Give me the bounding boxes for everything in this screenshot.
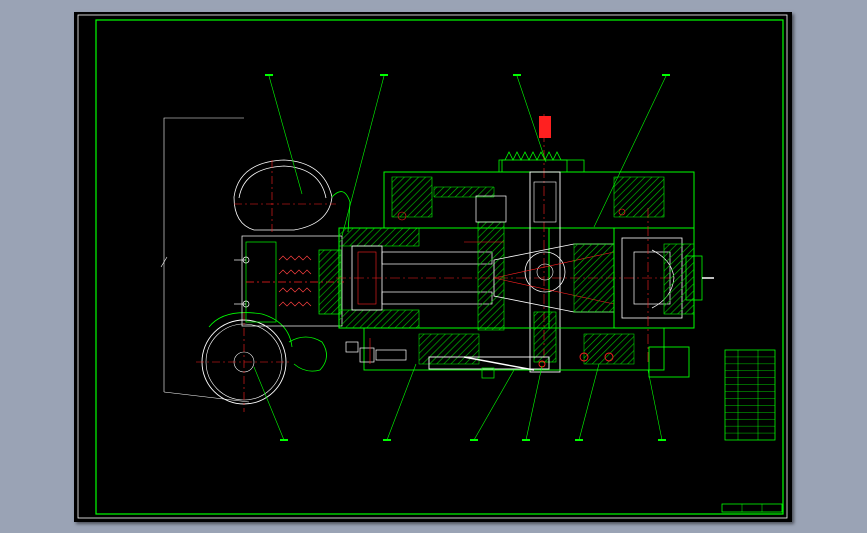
- valve-head: [234, 235, 344, 327]
- pulley-hub: [539, 116, 551, 138]
- title-block: [721, 503, 783, 513]
- drawing-sheet: [74, 12, 792, 522]
- upper-bowl: [233, 159, 351, 233]
- crankcase-top: [383, 171, 695, 229]
- leader-lines-top: [268, 75, 667, 237]
- right-housing: [613, 227, 714, 329]
- connecting-rod: [493, 243, 615, 313]
- balloon-marks-bottom: [280, 439, 666, 441]
- balloon-marks-top: [265, 74, 670, 76]
- outer-frame: [77, 14, 788, 519]
- inner-frame: [95, 19, 784, 515]
- center-marks: [397, 208, 649, 362]
- parts-list: [724, 349, 776, 441]
- dimension-lines: [160, 117, 250, 403]
- fittings: [345, 338, 495, 379]
- cad-drawing: [77, 14, 788, 519]
- crankcase-bottom: [363, 327, 690, 378]
- leader-lines-bottom: [253, 363, 663, 441]
- crankshaft: [524, 171, 566, 373]
